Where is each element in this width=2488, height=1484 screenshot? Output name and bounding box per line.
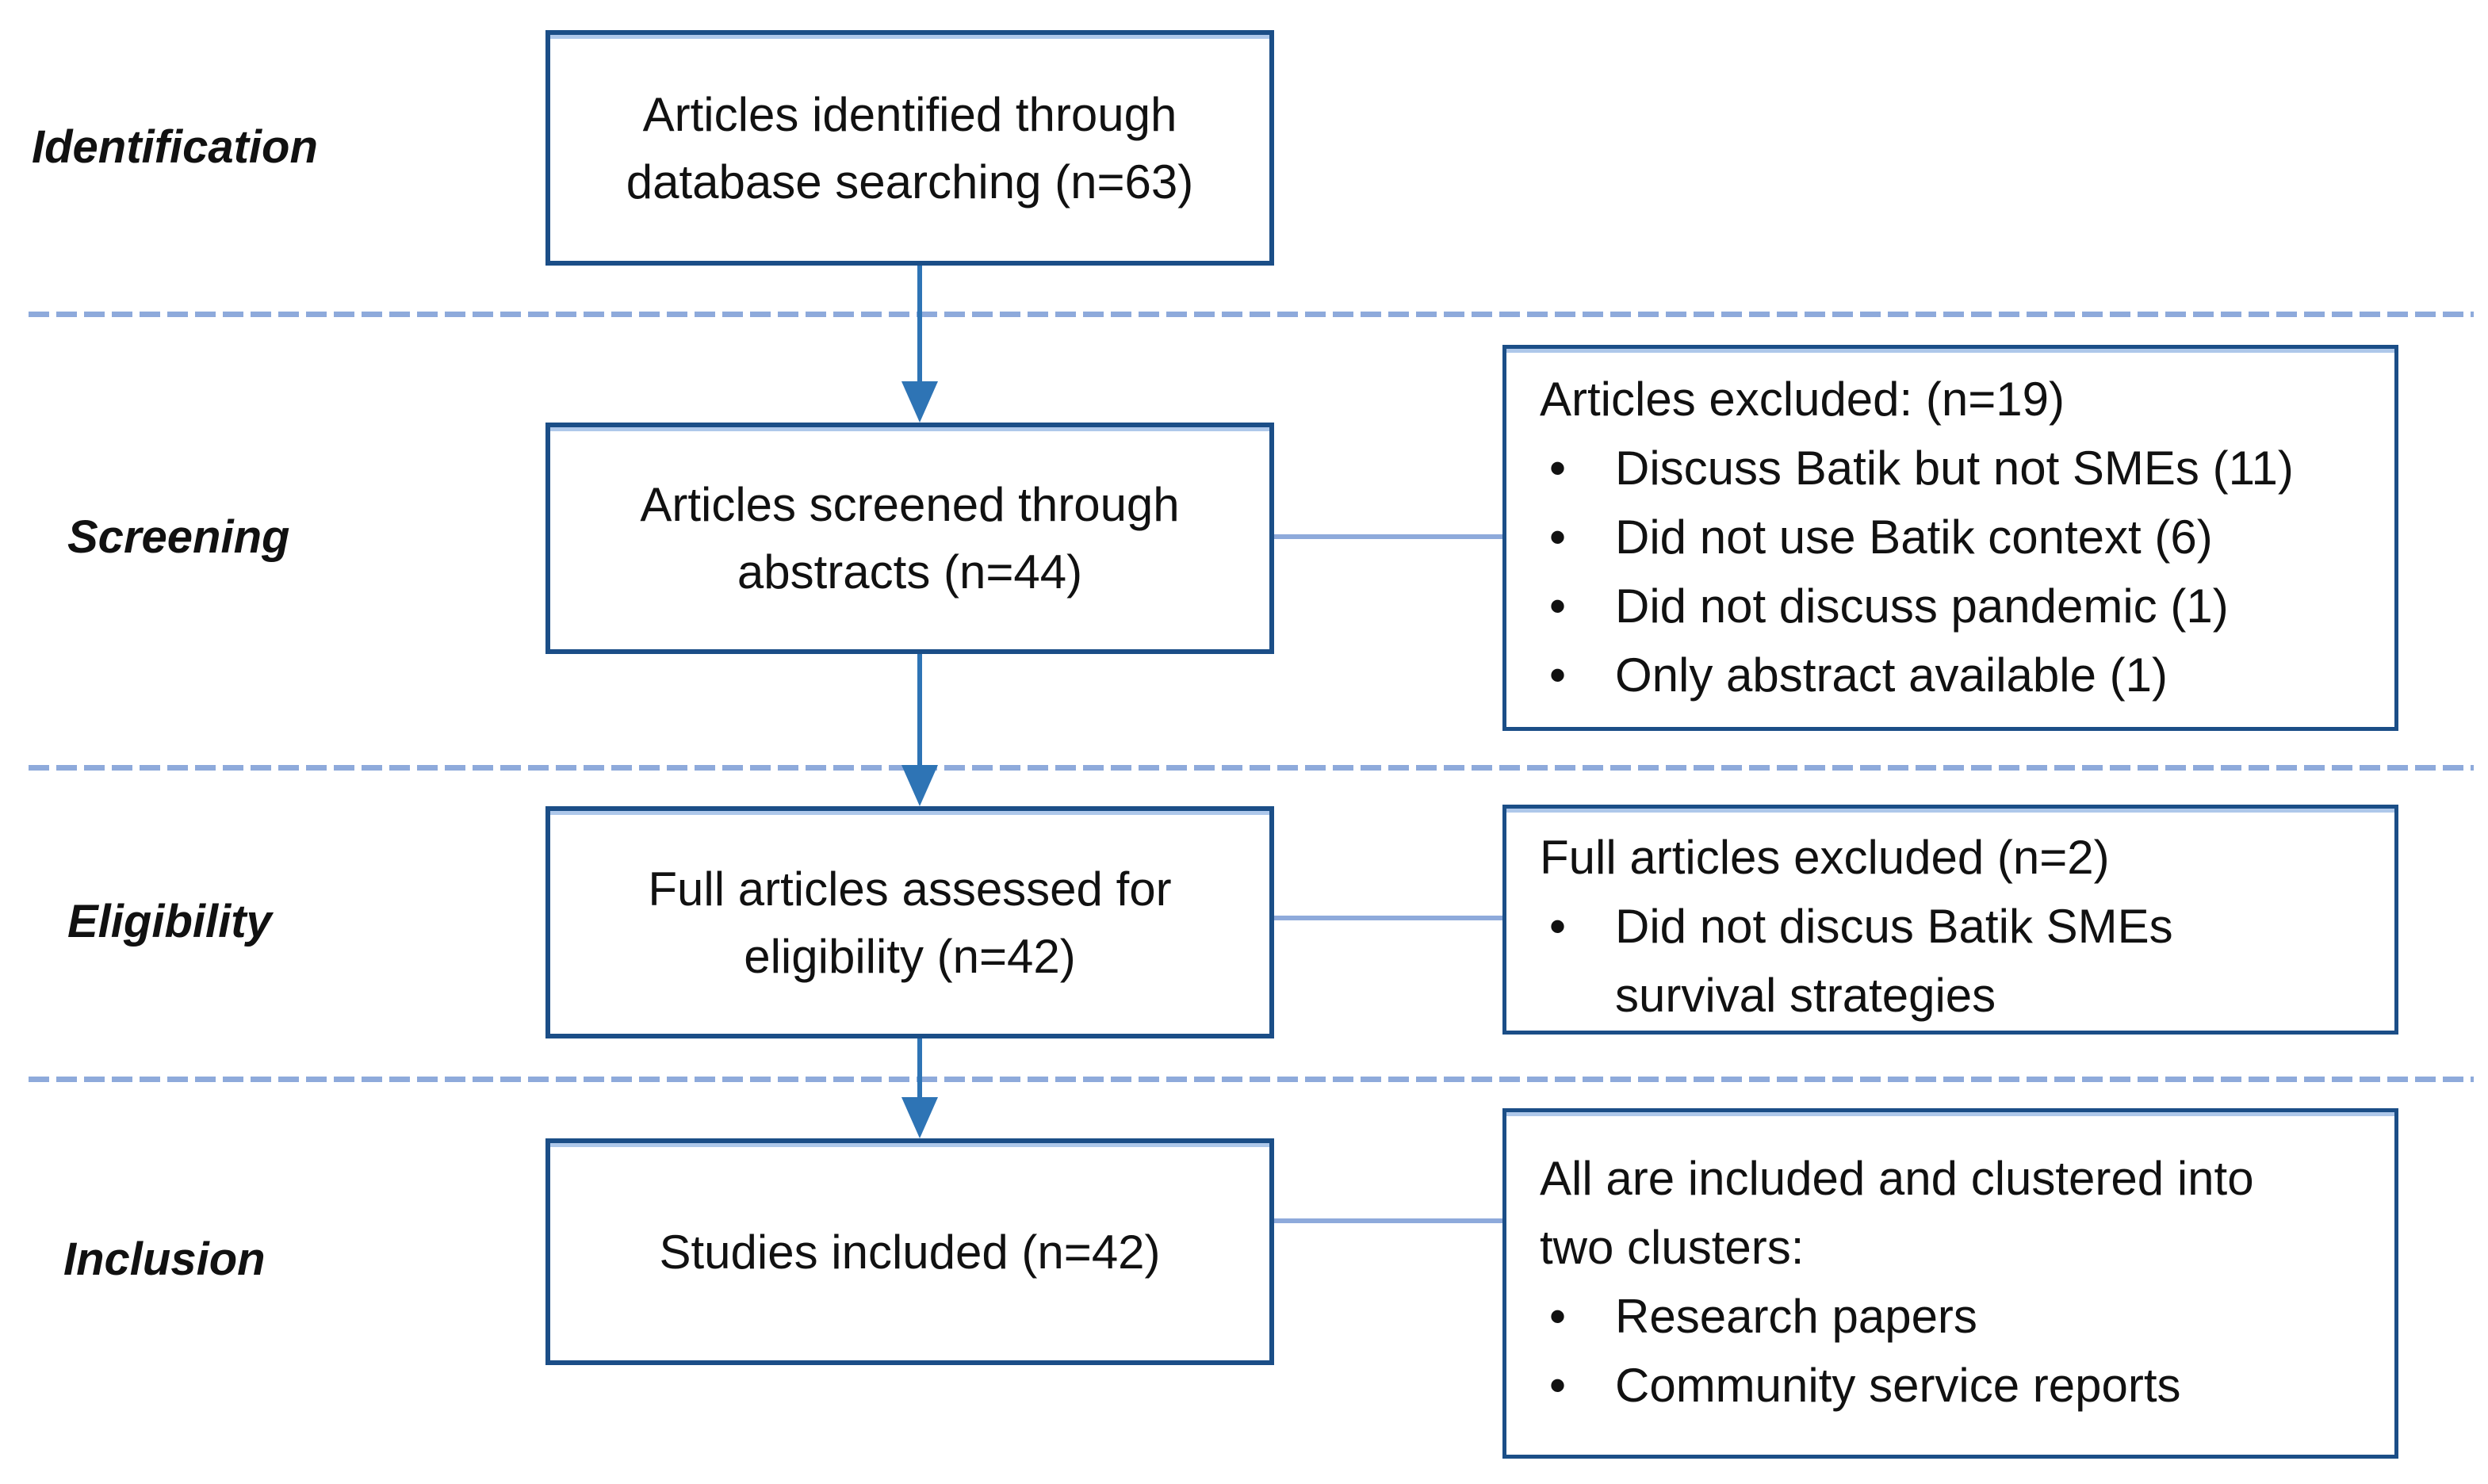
bullet-item: Did not use Batik context (6) — [1540, 503, 2371, 572]
bullet-item: Did not discuss pandemic (1) — [1540, 572, 2371, 641]
bullet-item: Only abstract available (1) — [1540, 641, 2371, 709]
stage-label-screening: Screening — [67, 511, 290, 563]
section-divider — [29, 312, 2474, 317]
stage-label-identification: Identification — [32, 121, 318, 173]
bullet-item: Research papers — [1540, 1282, 2371, 1351]
flow-box-eligibility: Full articles assessed for eligibility (… — [545, 806, 1274, 1038]
bullet-item: Did not discus Batik SMEs survival strat… — [1540, 892, 2371, 1030]
stage-label-inclusion: Inclusion — [63, 1233, 266, 1285]
down-arrow-line — [917, 1038, 922, 1097]
down-arrow-head-icon — [901, 381, 938, 423]
flow-box-text: Articles screened through abstracts (n=4… — [640, 478, 1180, 599]
flow-box-text: Studies included (n=42) — [659, 1225, 1161, 1279]
flow-box-screening: Articles screened through abstracts (n=4… — [545, 423, 1274, 654]
down-arrow-line — [917, 654, 922, 765]
side-box-eligibility-excluded: Full articles excluded (n=2) Did not dis… — [1502, 805, 2398, 1035]
connector-line — [1274, 1218, 1502, 1223]
bullet-item: Discuss Batik but not SMEs (11) — [1540, 434, 2371, 503]
flow-box-inclusion: Studies included (n=42) — [545, 1138, 1274, 1365]
connector-line — [1274, 916, 1502, 920]
down-arrow-line — [917, 266, 922, 381]
bullet-item: Community service reports — [1540, 1351, 2371, 1420]
down-arrow-head-icon — [901, 765, 938, 806]
stage-label-eligibility: Eligibility — [67, 896, 272, 947]
flow-box-text: Articles identified through database sea… — [626, 87, 1194, 208]
side-box-screening-excluded: Articles excluded: (n=19) Discuss Batik … — [1502, 345, 2398, 731]
flow-box-text: Full articles assessed for eligibility (… — [648, 862, 1172, 983]
down-arrow-head-icon — [901, 1097, 938, 1138]
connector-line — [1274, 534, 1502, 539]
side-box-inclusion-clusters: All are included and clustered into two … — [1502, 1108, 2398, 1459]
section-divider — [29, 765, 2474, 771]
side-box-title: All are included and clustered into two … — [1540, 1152, 2254, 1274]
section-divider — [29, 1077, 2474, 1082]
side-box-title: Full articles excluded (n=2) — [1540, 831, 2110, 884]
side-box-title: Articles excluded: (n=19) — [1540, 373, 2065, 426]
flow-box-identification: Articles identified through database sea… — [545, 30, 1274, 266]
